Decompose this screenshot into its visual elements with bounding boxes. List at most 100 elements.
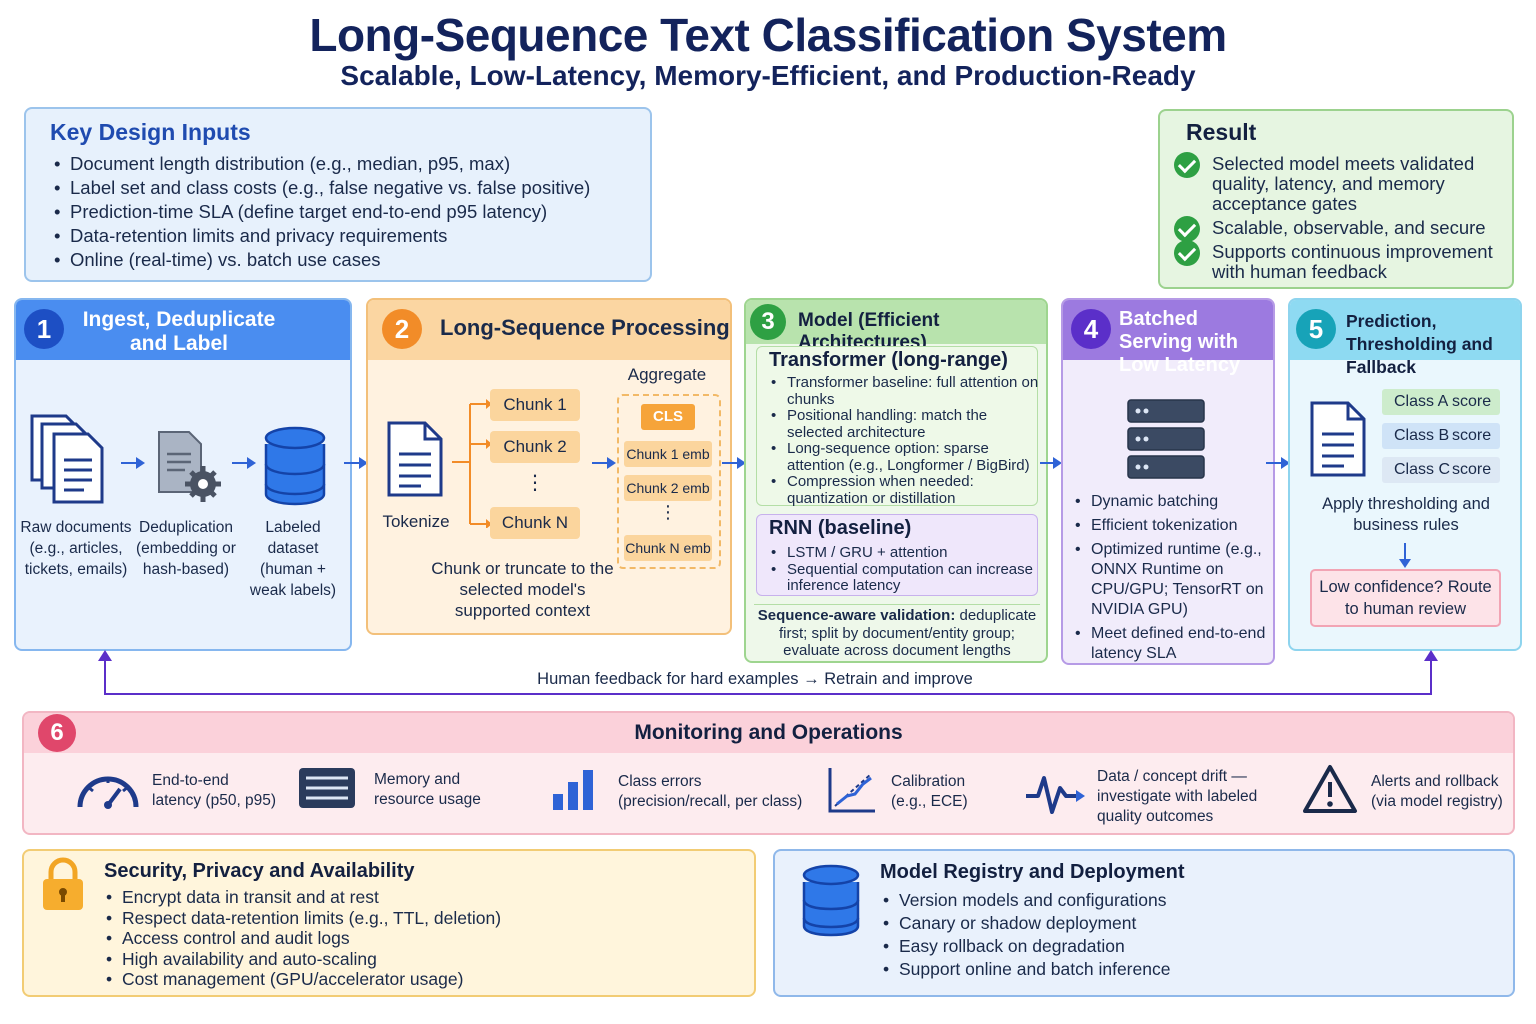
monitoring-item-class-errors: Class errors (precision/recall, per clas… [618,773,803,810]
step-number: 3 [750,304,786,340]
step5-header: 5 Prediction, Thresholding and Fallback [1290,300,1520,377]
check-icon [1174,216,1200,242]
list-item: Optimized runtime (e.g., ONNX Runtime on… [1073,540,1273,620]
cls-token: CLS [641,404,695,430]
step-number: 1 [24,309,64,349]
result-item: Scalable, observable, and secure [1174,216,1504,242]
rnn-heading: RNN (baseline) [769,517,912,539]
warning-icon [1303,765,1357,813]
pulse-icon [1026,776,1085,814]
page-subtitle: Scalable, Low-Latency, Memory-Efficient,… [340,60,1196,91]
step3-header: 3 Model (Efficient Architectures) [746,300,1046,353]
monitoring-panel: 6 Monitoring and Operations [22,711,1515,835]
chunk-ellipsis: ⋮ [525,472,545,494]
list-item: Canary or shadow deployment [881,912,1501,935]
calibration-icon [828,768,875,813]
list-item: Respect data-retention limits (e.g., TTL… [104,908,744,929]
bar-chart-icon [553,770,593,810]
thresholding-caption: Apply thresholding and business rules [1322,495,1490,534]
chunk-box: Chunk 2 [490,431,580,463]
embedding-box: Chunk 1 emb [624,441,712,467]
monitoring-item-alerts: Alerts and rollback (via model registry) [1371,773,1503,810]
registry-heading: Model Registry and Deployment [880,861,1185,883]
memory-icon [299,768,355,808]
check-icon [1174,240,1200,266]
database-icon [264,426,326,506]
monitoring-item-latency: End-to-end latency (p50, p95) [152,772,277,809]
monitoring-item-calibration: Calibration (e.g., ECE) [891,773,968,810]
monitoring-header: 6 Monitoring and Operations [24,713,1513,753]
chunk-caption: Chunk or truncate to the selected model'… [431,559,614,620]
result-item: Selected model meets validated quality, … [1174,152,1504,214]
key-design-inputs-panel: Key Design Inputs Document length distri… [24,107,652,282]
list-item: Meet defined end-to-end latency SLA [1073,624,1273,664]
lock-icon [43,857,83,910]
list-item: Data-retention limits and privacy requir… [52,224,590,248]
list-item: Support online and batch inference [881,958,1501,981]
step2-header: 2 Long-Sequence Processing [368,300,730,360]
aggregate-label: Aggregate [627,365,707,384]
check-icon [1174,152,1200,178]
list-item: LSTM / GRU + attention [769,544,1039,562]
flow-arrow [1266,457,1290,469]
feedback-line-right [1430,660,1432,695]
chunk-box: Chunk 1 [490,389,580,421]
feedback-arrow-up-right [1424,650,1438,661]
list-item: Version models and configurations [881,889,1501,912]
step-number: 4 [1071,309,1111,349]
list-item: Sequential computation can increase infe… [769,561,1039,595]
tokenize-document-icon [387,421,443,497]
list-item: Transformer baseline: full attention on … [769,374,1039,408]
flow-arrow [722,457,746,469]
flow-arrow [344,457,368,469]
chunk-box: Chunk N [490,507,580,539]
deduplication-caption: Deduplication (embedding or hash-based) [136,519,236,578]
list-item: Prediction-time SLA (define target end-t… [52,200,590,224]
feedback-line-bottom [104,693,1432,695]
monitoring-item-drift: Data / concept drift — investigate with … [1097,768,1258,825]
list-item: Dynamic batching [1073,492,1273,512]
list-item: Encrypt data in transit and at rest [104,887,744,908]
feedback-label: Human feedback for hard examples → Retra… [537,670,973,688]
raw-documents-caption: Raw documents (e.g., articles, tickets, … [20,519,132,578]
result-heading: Result [1186,119,1257,145]
list-item: Online (real-time) vs. batch use cases [52,248,590,272]
key-design-inputs-heading: Key Design Inputs [50,119,251,145]
flow-arrow [121,457,145,469]
result-item: Supports continuous improvement with hum… [1174,240,1504,282]
step3-panel: 3 Model (Efficient Architectures) Transf… [744,298,1048,663]
list-item: High availability and auto-scaling [104,949,744,970]
validation-note: Sequence-aware validation: deduplicate f… [754,604,1040,660]
flow-arrow [1040,457,1062,469]
deduplication-icon [158,431,221,502]
list-item: Document length distribution (e.g., medi… [52,152,590,176]
list-item: Compression when needed: quantization or… [769,473,1039,507]
feedback-arrow-up-left [98,650,112,661]
low-confidence-box: Low confidence? Route to human review [1310,569,1501,627]
flow-arrow [232,457,256,469]
page-title: Long-Sequence Text Classification System [309,9,1227,61]
list-item: Easy rollback on degradation [881,935,1501,958]
security-heading: Security, Privacy and Availability [104,860,415,882]
class-score-row: Class A score [1382,389,1500,415]
result-panel: Result Selected model meets validated qu… [1158,109,1514,289]
key-design-inputs-list: Document length distribution (e.g., medi… [52,152,590,272]
labeled-dataset-caption: Labeled dataset (human + weak labels) [249,519,337,599]
list-item: Positional handling: match the selected … [769,407,1039,441]
chunk-bracket [452,399,492,528]
step2-title: Long-Sequence Processing [440,315,730,340]
tokenize-label: Tokenize [382,512,450,531]
server-icon [1127,399,1205,479]
registry-panel: Model Registry and Deployment Version mo… [773,849,1515,997]
embedding-box: Chunk 2 emb [624,475,712,501]
step1-title: Ingest, Deduplicate and Label [82,308,276,355]
feedback-line-left [104,660,106,695]
step4-panel: 4 Batched Serving with Low Latency Dynam… [1061,298,1275,665]
list-item: Efficient tokenization [1073,516,1273,536]
list-item: Access control and audit logs [104,928,744,949]
monitoring-title: Monitoring and Operations [634,721,903,744]
step4-header: 4 Batched Serving with Low Latency [1063,300,1273,376]
registry-database-icon [802,864,860,937]
down-arrow-head [1399,559,1411,568]
list-item: Label set and class costs (e.g., false n… [52,176,590,200]
